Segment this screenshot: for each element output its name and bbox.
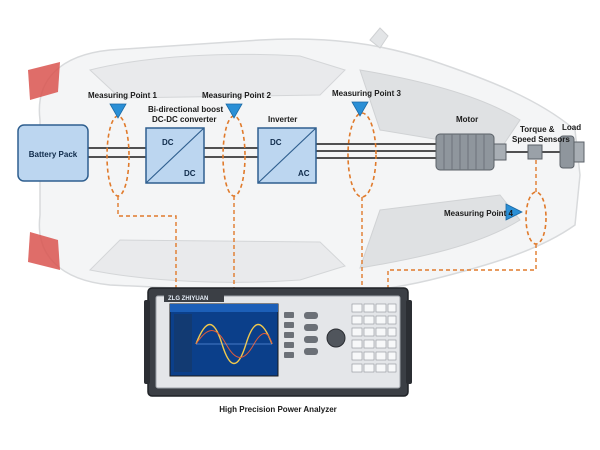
dcdc-converter-block: DC DC — [145, 127, 205, 184]
torque-label-line2: Speed Sensors — [512, 135, 570, 144]
mp2-marker-icon — [225, 103, 243, 119]
boost-label-line1: Bi-directional boost — [148, 105, 223, 114]
motor-label: Motor — [456, 115, 478, 124]
mp4-marker-icon — [505, 203, 523, 221]
mp3-marker-icon — [351, 101, 369, 117]
boost-label-line2: DC-DC converter — [152, 115, 216, 124]
measuring-markers — [109, 101, 523, 221]
dcdc-dc-top-label: DC — [162, 138, 174, 147]
mp1-label: Measuring Point 1 — [88, 91, 157, 100]
load-graphic — [559, 135, 585, 169]
mp2-label: Measuring Point 2 — [202, 91, 271, 100]
dcdc-dc-bottom-label: DC — [184, 169, 196, 178]
analyzer-knob-icon — [326, 328, 346, 348]
inverter-label: Inverter — [268, 115, 297, 124]
inverter-ac-label: AC — [298, 169, 310, 178]
power-analyzer-device: ZLG ZHIYUAN — [144, 287, 412, 397]
mp3-label: Measuring Point 3 — [332, 89, 401, 98]
load-label: Load — [562, 123, 581, 132]
inverter-dc-label: DC — [270, 138, 282, 147]
battery-pack-block: Battery Pack — [17, 124, 89, 182]
mp4-label: Measuring Point 4 — [444, 209, 513, 218]
measurement-wiring — [117, 160, 537, 292]
analyzer-brand-label: ZLG ZHIYUAN — [168, 296, 208, 302]
motor-graphic — [435, 133, 507, 171]
battery-pack-label: Battery Pack — [29, 150, 78, 159]
inverter-block: DC AC — [257, 127, 317, 184]
torque-label-line1: Torque & — [520, 125, 555, 134]
analyzer-caption: High Precision Power Analyzer — [219, 405, 337, 414]
torque-sensor-graphic — [527, 144, 543, 160]
mp1-marker-icon — [109, 103, 127, 119]
